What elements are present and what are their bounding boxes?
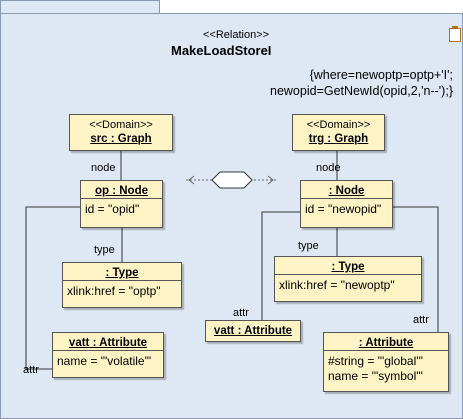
trg-node-role-label: node [316,162,341,174]
relation-name[interactable]: MakeLoadStoreI [171,43,272,58]
trg-node-name: : Node [328,185,365,197]
src-vatt-attribute: name = "'volatile'" [57,354,152,368]
trg-attribute-object[interactable]: : Attribute #string = "'global'" name = … [323,332,449,392]
trg-vatt-role-label: attr [233,307,249,319]
trg-domain-name: trg : Graph [308,133,369,145]
relation-stereotype: <<Relation>> [203,29,270,41]
trg-graph-domain[interactable]: <<Domain>> trg : Graph [292,114,385,151]
trg-vatt-link[interactable] [261,211,300,320]
src-graph-domain[interactable]: <<Domain>> src : Graph [69,114,173,151]
src-vatt-name: vatt : Attribute [68,337,148,349]
trg-type-role-label: type [298,240,319,252]
src-domain-name: src : Graph [90,133,152,145]
src-attr-link[interactable] [25,206,80,370]
src-attr-role-label: attr [23,364,39,376]
trg-attribute-name-value: name = "'symbol'" [328,369,423,383]
trg-node-object[interactable]: : Node id = "newopid" [300,180,393,228]
trg-vatt-name: vatt : Attribute [213,325,293,337]
trg-attr-role-label: attr [413,314,429,326]
src-vatt-attribute-object[interactable]: vatt : Attribute name = "'volatile'" [52,332,164,378]
op-node-name: op : Node [94,185,149,197]
trg-domain-stereotype: <<Domain>> [306,119,371,131]
relation-hexagon-symbol[interactable] [186,171,276,189]
src-domain-stereotype: <<Domain>> [89,119,153,131]
src-node-role-label: node [91,162,116,174]
trg-type-object[interactable]: : Type xlink:href = "newoptp" [274,256,422,302]
trg-type-attribute: xlink:href = "newoptp" [279,278,395,292]
src-type-attribute: xlink:href = "optp" [67,284,161,298]
trg-type-name: : Type [331,261,365,273]
trg-attribute-name: : Attribute [358,337,414,349]
src-type-role-label: type [94,244,115,256]
document-icon[interactable] [449,26,461,42]
trg-vatt-attribute-object[interactable]: vatt : Attribute [205,320,301,342]
where-clause-line1: {where=newoptp=optp+'I'; [309,68,453,82]
src-type-name: : Type [105,267,139,279]
trg-attr-link[interactable] [393,206,439,332]
src-type-object[interactable]: : Type xlink:href = "optp" [62,262,182,308]
where-clause-line2: newopid=GetNewId(opid,2,'n--');} [270,84,453,98]
op-node-object[interactable]: op : Node id = "opid" [80,180,163,228]
op-node-attribute: id = "opid" [85,202,140,216]
trg-attribute-string: #string = "'global'" [328,354,423,368]
trg-node-attribute: id = "newopid" [305,202,382,216]
